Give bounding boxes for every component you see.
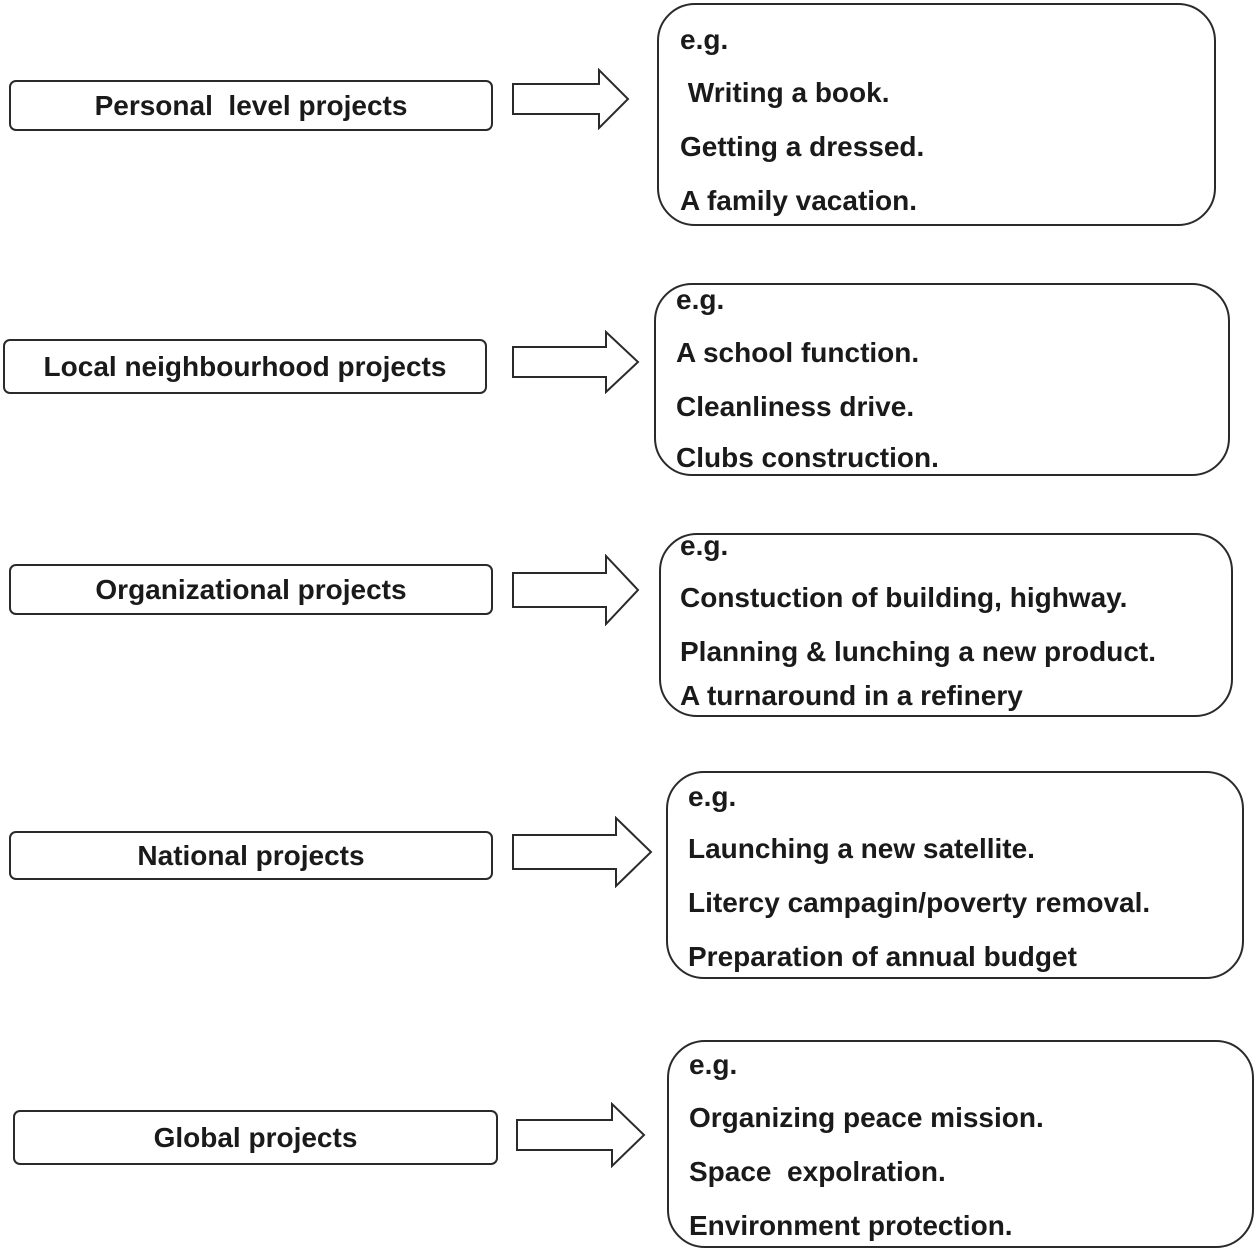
example-item: e.g. [688,781,737,812]
category-label: Global projects [153,1121,358,1153]
examples-box-local [654,283,1230,476]
category-personal-level-projects: Personal level projects [9,80,493,131]
example-item: Planning & lunching a new product. [680,636,1156,667]
example-item: e.g. [680,24,729,55]
example-item: e.g. [680,530,729,561]
example-item: Preparation of annual budget [688,941,1077,972]
category-label: Local neighbourhood projects [43,350,447,382]
examples-box-organizational [659,533,1233,717]
example-item: Writing a book. [680,77,890,108]
example-item: A turnaround in a refinery [680,680,1023,711]
category-global-projects: Global projects [13,1110,498,1165]
examples-box-global [667,1040,1254,1248]
category-national-projects: National projects [9,831,493,880]
example-item: A school function. [676,337,920,368]
category-label: Organizational projects [95,573,407,605]
example-item: Launching a new satellite. [688,833,1035,864]
example-item: A family vacation. [680,185,918,216]
example-item: Getting a dressed. [680,131,925,162]
right-arrow-icon [511,330,641,394]
category-label: National projects [137,839,365,871]
example-item: Organizing peace mission. [689,1102,1044,1133]
example-item: e.g. [676,284,725,315]
right-arrow-icon [515,1102,647,1168]
category-local-neighbourhood-projects: Local neighbourhood projects [3,339,487,394]
example-item: Space expolration. [689,1156,946,1187]
right-arrow-icon [511,68,631,130]
right-arrow-icon [511,816,654,888]
example-item: Clubs construction. [676,442,939,473]
example-item: Litercy campagin/poverty removal. [688,887,1151,918]
example-item: Cleanliness drive. [676,391,915,422]
examples-box-national [666,771,1244,979]
right-arrow-icon [511,554,641,626]
category-label: Personal level projects [94,89,408,121]
category-organizational-projects: Organizational projects [9,564,493,615]
example-item: e.g. [689,1049,738,1080]
example-item: Environment protection. [689,1210,1013,1241]
example-item: Constuction of building, highway. [680,582,1128,613]
examples-box-personal [657,3,1216,226]
